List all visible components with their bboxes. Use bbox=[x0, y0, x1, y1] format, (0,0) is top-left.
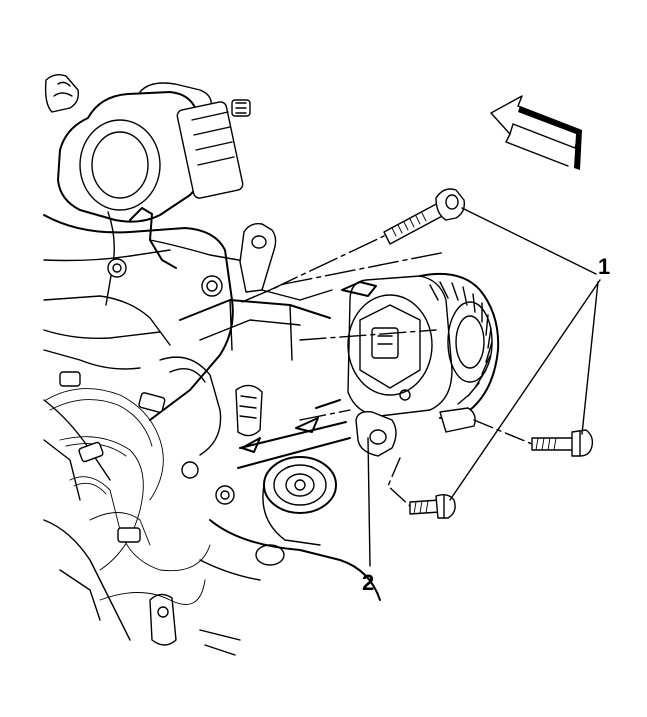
wiring-harness bbox=[45, 356, 263, 605]
crankshaft-pulley bbox=[149, 456, 381, 656]
lower-right-bolt bbox=[531, 429, 594, 457]
callout-1: 1 bbox=[598, 254, 610, 279]
alignment-centerlines bbox=[237, 235, 533, 507]
generator bbox=[341, 272, 500, 457]
generator-mounting-bracket bbox=[179, 222, 333, 361]
front-direction-arrow-icon bbox=[490, 95, 582, 170]
upper-bolt bbox=[383, 188, 466, 245]
lower-left-bolt bbox=[409, 493, 456, 519]
callout-leaders bbox=[367, 207, 601, 567]
callout-2: 2 bbox=[362, 570, 374, 595]
engine-block bbox=[43, 207, 251, 641]
throttle-body bbox=[44, 73, 251, 223]
